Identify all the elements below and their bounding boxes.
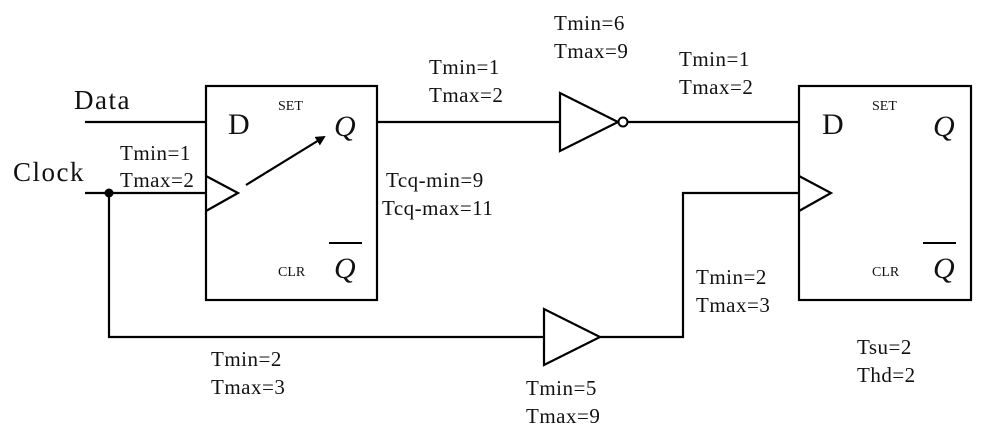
ff2-clock-wire-tmin-label: Tmin=2 <box>696 265 767 289</box>
ff2-clock-wire <box>600 191 799 339</box>
inverter-gate <box>558 91 629 153</box>
ff1-clr-pin-label: CLR <box>278 265 306 280</box>
ff1-body <box>204 84 379 302</box>
clock-ff1-tmin-label: Tmin=1 <box>120 141 191 165</box>
inverter-bubble-icon <box>617 116 629 128</box>
ff2-d-wire-tmax-label: Tmax=2 <box>679 75 753 99</box>
flip-flop-2: D SET Q CLR Q <box>797 84 973 302</box>
ff2-body <box>797 84 973 302</box>
clock-branch-tmax-label: Tmax=3 <box>211 375 285 399</box>
ff2-d-wire-tmin-label: Tmin=1 <box>679 47 750 71</box>
ff2-q-pin-label: Q <box>933 110 955 143</box>
ff1-clock-to-q-arrow-icon <box>245 135 326 186</box>
ff2-clock-wire-tmax-label: Tmax=3 <box>696 293 770 317</box>
ff2-clr-pin-label: CLR <box>872 265 900 280</box>
ff1-set-pin-label: SET <box>278 99 303 114</box>
clock-branch-tmin-label: Tmin=2 <box>211 347 282 371</box>
clock-buffer-triangle-icon <box>542 307 603 367</box>
ff2-thd-label: Thd=2 <box>857 363 916 387</box>
q-wire-tmax-label: Tmax=2 <box>429 83 503 107</box>
inverter-triangle-icon <box>558 91 621 153</box>
q-wire-tmin-label: Tmin=1 <box>429 55 500 79</box>
ff2-set-pin-label: SET <box>872 99 897 114</box>
ff2-tsu-label: Tsu=2 <box>857 335 912 359</box>
clock-branch-wire <box>107 193 544 339</box>
ff1-qbar-pin-label: Q <box>334 252 356 285</box>
ff1-tcq-max-label: Tcq-max=11 <box>382 196 493 220</box>
clock-signal-label: Clock <box>13 157 85 187</box>
ff2-d-pin-label: D <box>822 108 844 141</box>
ff1-tcq-min-label: Tcq-min=9 <box>386 168 484 192</box>
ff1-d-pin-label: D <box>228 108 250 141</box>
ff1-clock-triangle-icon <box>205 175 241 212</box>
inverter-tmin-label: Tmin=6 <box>554 11 625 35</box>
ff2-clock-triangle-icon <box>798 175 834 212</box>
inverter-tmax-label: Tmax=9 <box>554 39 628 63</box>
ff2-qbar-pin-label: Q <box>933 252 955 285</box>
clock-ff1-tmax-label: Tmax=2 <box>120 168 194 192</box>
data-signal-label: Data <box>74 85 131 115</box>
flip-flop-1: D SET Q CLR Q <box>204 84 379 302</box>
ff1-q-pin-label: Q <box>334 110 356 143</box>
clock-buffer-tmin-label: Tmin=5 <box>526 376 597 400</box>
clock-buffer-tmax-label: Tmax=9 <box>526 404 600 428</box>
